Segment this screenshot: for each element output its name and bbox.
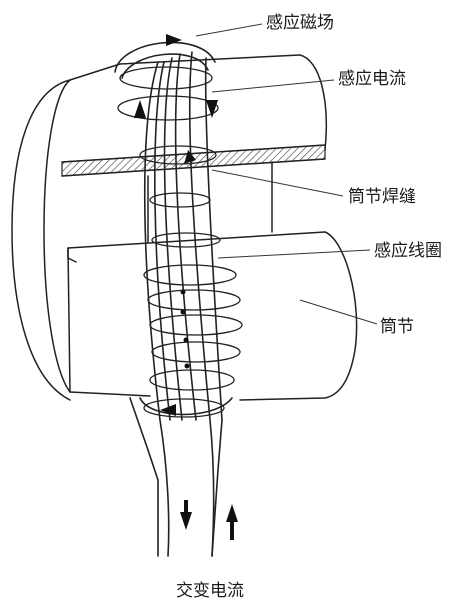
label-induced-current: 感应电流 [338,69,406,89]
label-shell-section: 筒节 [380,317,414,337]
arrow-left-icon [160,404,176,416]
label-ac-current: 交变电流 [176,581,244,601]
lower-shell-section [67,231,358,401]
arrow-up-icon [134,100,146,118]
label-weld-seam: 筒节焊缝 [348,187,416,207]
induction-coil [114,41,233,557]
upper-shell-section [11,54,328,401]
arrow-down-shaft [184,500,188,512]
leader-lines [195,23,378,325]
magnetic-field-loops [117,66,243,418]
label-induced-magnetic-field: 感应磁场 [266,13,334,33]
arrow-up-icon [226,504,238,522]
arrow-down-icon [184,150,196,164]
labels: 感应磁场 感应电流 筒节焊缝 感应线圈 筒节 交变电流 [176,13,442,601]
current-arrows [134,34,238,540]
arrow-down-icon [180,512,192,530]
arrow-up-shaft [230,522,234,540]
label-induction-coil: 感应线圈 [374,241,442,261]
arrow-right-icon [166,34,182,46]
arrow-down-icon [206,100,218,118]
